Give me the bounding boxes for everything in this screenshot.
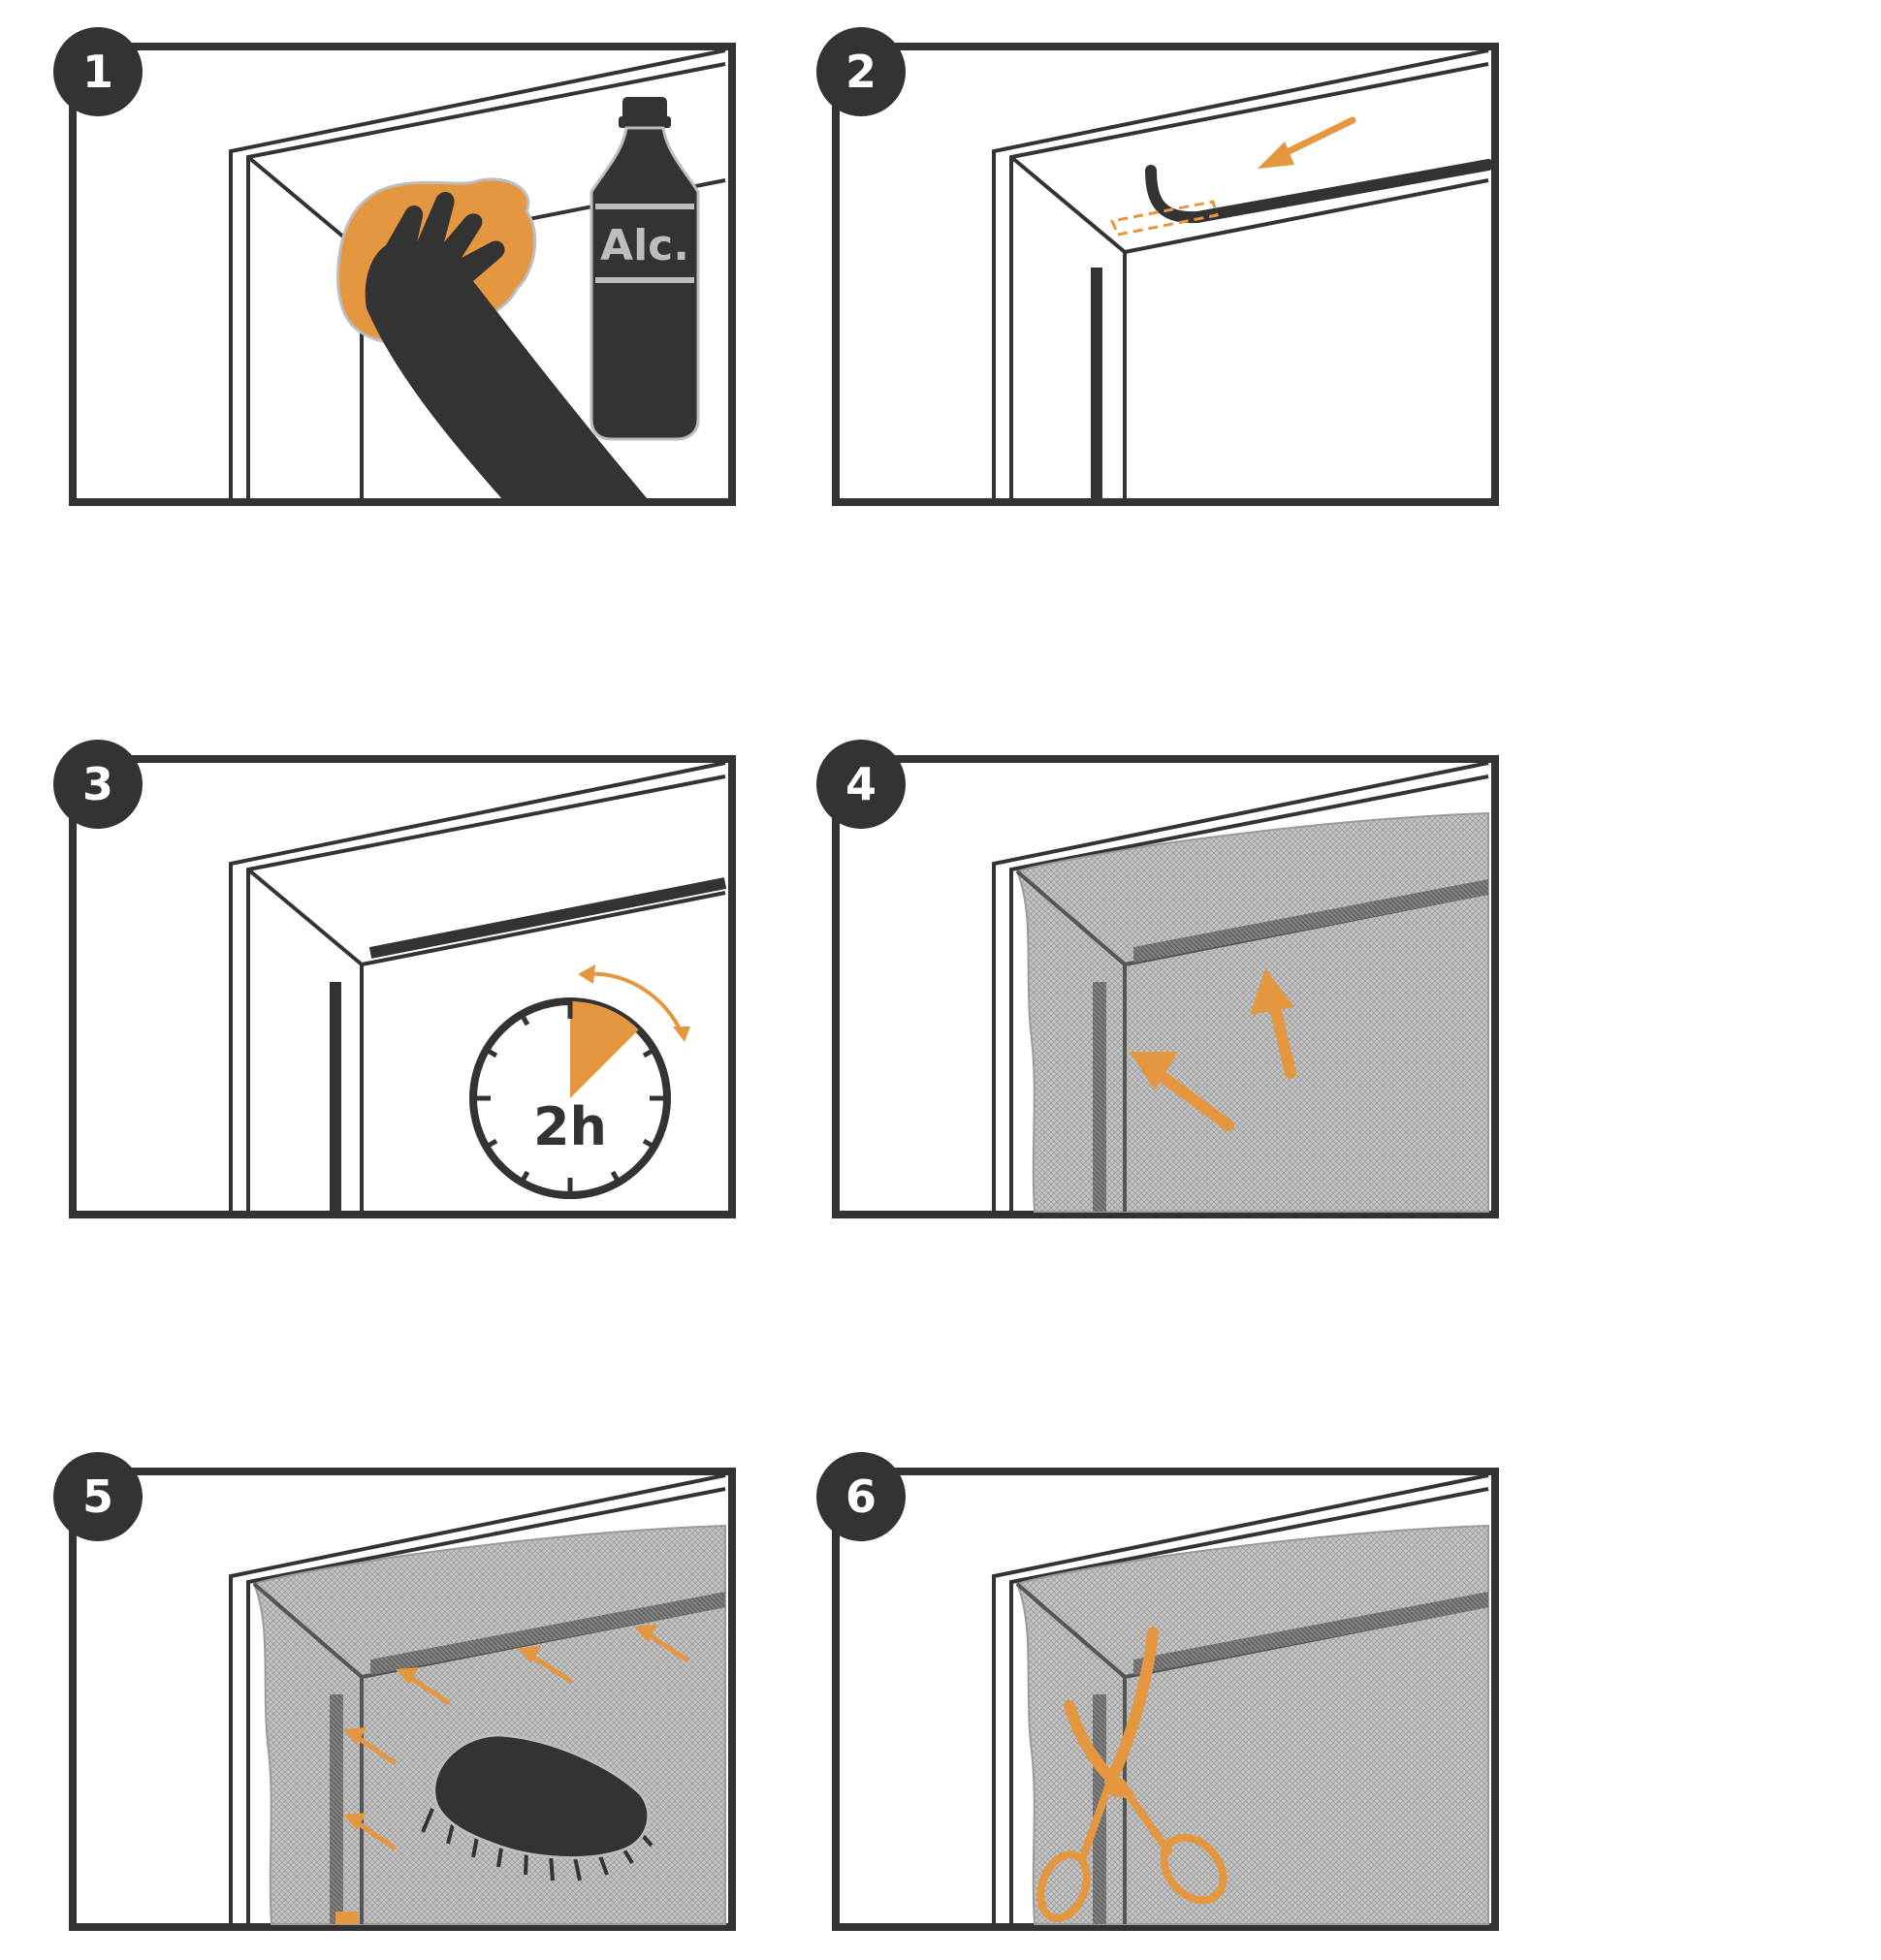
- adhesive-tape-icon: [1091, 268, 1102, 499]
- clock-label: 2h: [533, 1096, 607, 1157]
- mesh-icon: [252, 1524, 726, 1925]
- adhesive-tape-icon: [368, 877, 727, 959]
- bottle-label: Alc.: [600, 221, 689, 270]
- adhesive-tape-icon: [330, 982, 341, 1212]
- step-number-badge: 3: [53, 740, 143, 829]
- step-5-panel: 5: [47, 1452, 745, 1942]
- adhesive-tape-icon: [1145, 159, 1494, 224]
- step-number-badge: 4: [816, 740, 906, 829]
- step-number-badge: 6: [816, 1452, 906, 1541]
- arrow-icon: [634, 1625, 689, 1662]
- placement-guide: [1109, 200, 1219, 237]
- alcohol-bottle-icon: Alc.: [590, 97, 700, 441]
- step-4-panel: 4: [810, 740, 1508, 1229]
- window-frame-lines: [229, 761, 726, 1212]
- step-number-badge: 1: [53, 27, 143, 116]
- hand-icon: [365, 192, 648, 499]
- step-1-panel: Alc. 1: [47, 27, 745, 517]
- arrow-icon: [1250, 968, 1296, 1079]
- window-frame-lines: [992, 1473, 1489, 1924]
- step-number: 5: [82, 1470, 113, 1523]
- arrow-icon: [518, 1646, 573, 1684]
- window-frame-lines: [992, 761, 1489, 1212]
- arrow-icon: [396, 1667, 451, 1705]
- arrow-icon: [343, 1727, 397, 1765]
- step-6-panel: 6: [810, 1452, 1508, 1942]
- step-number-badge: 2: [816, 27, 906, 116]
- step-number: 4: [845, 758, 877, 810]
- arrow-icon: [1258, 116, 1356, 169]
- step-number: 6: [845, 1470, 877, 1523]
- step-number: 2: [845, 46, 877, 98]
- scissors-icon: [1036, 1627, 1227, 1922]
- brush-icon: [421, 1733, 654, 1881]
- arrow-icon: [1130, 1052, 1234, 1131]
- clock-icon: 2h: [469, 997, 671, 1199]
- step-number-badge: 5: [53, 1452, 143, 1541]
- step-number: 3: [82, 758, 113, 810]
- step-2-panel: 2: [810, 27, 1508, 517]
- step-number: 1: [82, 46, 113, 98]
- window-frame-lines: [992, 48, 1489, 499]
- arrow-icon: [343, 1813, 397, 1850]
- step-3-panel: 2h 3: [47, 740, 745, 1229]
- window-frame-lines: [229, 1473, 726, 1924]
- curved-arrow-icon: [578, 964, 690, 1042]
